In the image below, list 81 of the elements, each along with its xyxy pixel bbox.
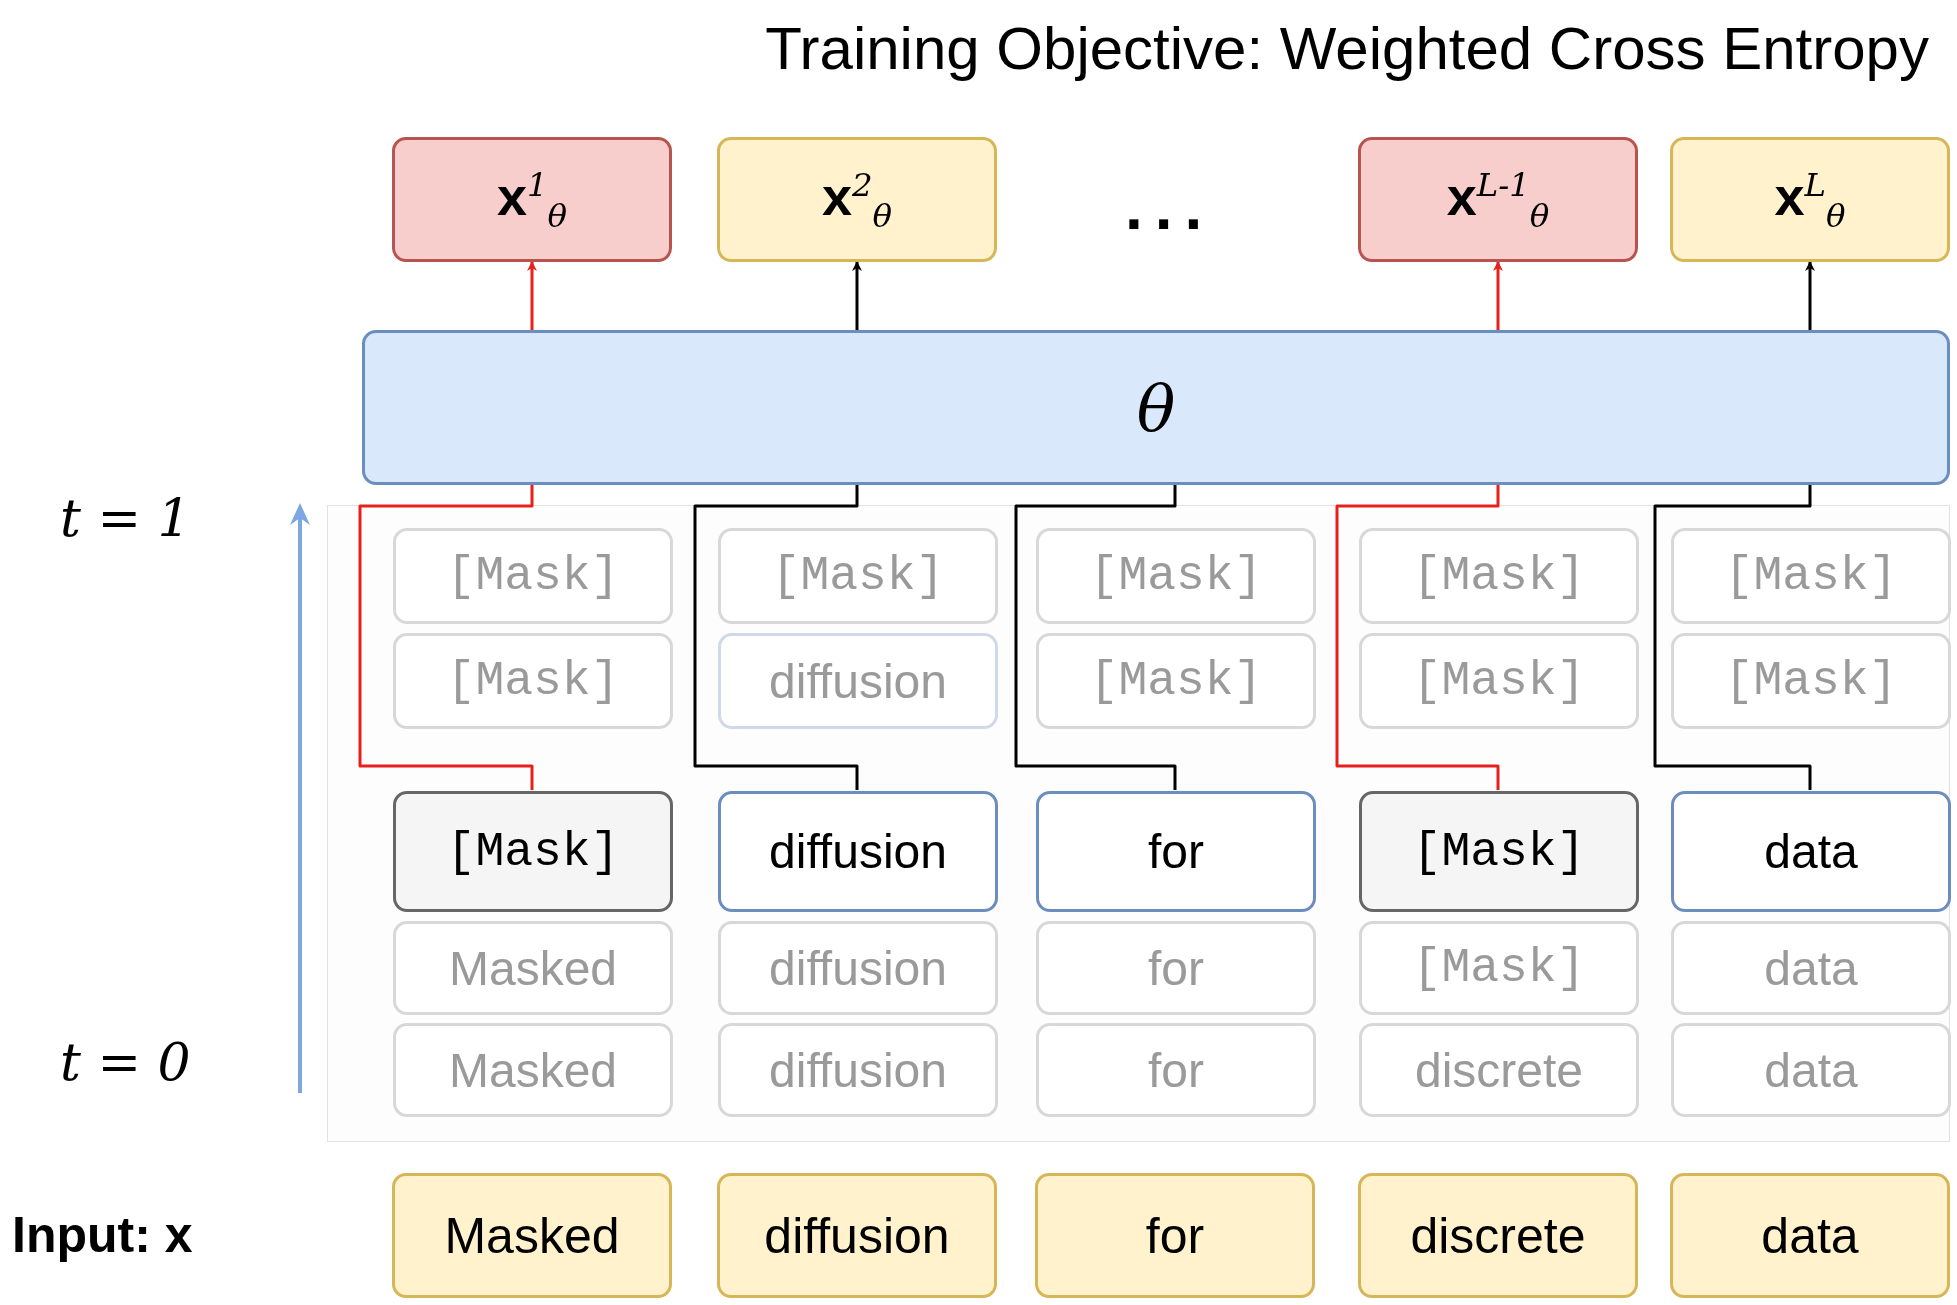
token-box bbox=[1036, 791, 1316, 912]
connector-line bbox=[1335, 485, 1500, 790]
time-label: t = 0 bbox=[60, 1032, 191, 1092]
token-text: [Mask] bbox=[1089, 549, 1263, 603]
token-text: data bbox=[1764, 940, 1858, 996]
token-box bbox=[1359, 1023, 1639, 1117]
token-text: for bbox=[1148, 940, 1204, 996]
time-label: t = 1 bbox=[60, 488, 191, 548]
token-text: data bbox=[1761, 1206, 1859, 1265]
output-box bbox=[1358, 137, 1638, 262]
arrow bbox=[1493, 261, 1503, 330]
token-text: data bbox=[1764, 824, 1858, 879]
token-box bbox=[718, 528, 998, 624]
token-text: discrete bbox=[1414, 1042, 1584, 1098]
token-text: for bbox=[1148, 824, 1204, 879]
token-text: [Mask] bbox=[1412, 654, 1586, 708]
token-box bbox=[1036, 1023, 1316, 1117]
token-text: diffusion bbox=[769, 653, 947, 709]
token-box bbox=[1671, 921, 1951, 1015]
ellipsis: ... bbox=[1125, 170, 1215, 244]
token-text: [Mask] bbox=[1724, 654, 1898, 708]
token-box bbox=[1036, 921, 1316, 1015]
token-text: [Mask] bbox=[446, 549, 620, 603]
token-text: [Mask] bbox=[1412, 941, 1586, 995]
token-box bbox=[1671, 528, 1951, 624]
connector-line bbox=[1653, 485, 1812, 790]
arrow bbox=[527, 261, 537, 330]
model-box bbox=[362, 330, 1950, 485]
token-box bbox=[718, 1023, 998, 1117]
input-label: Input: x bbox=[12, 1206, 193, 1264]
token-text: Masked bbox=[448, 1042, 618, 1098]
token-text: diffusion bbox=[769, 824, 947, 879]
token-box bbox=[1671, 791, 1951, 912]
token-text: [Mask] bbox=[446, 824, 620, 879]
connector-line bbox=[1014, 485, 1177, 790]
token-text: for bbox=[1145, 1206, 1205, 1265]
input-token-box bbox=[1358, 1173, 1638, 1298]
token-text: [Mask] bbox=[1724, 549, 1898, 603]
token-box bbox=[1671, 1023, 1951, 1117]
token-text: for bbox=[1148, 1042, 1204, 1098]
token-text: [Mask] bbox=[1089, 654, 1263, 708]
token-box bbox=[718, 633, 998, 729]
token-box bbox=[393, 791, 673, 912]
token-text: discrete bbox=[1410, 1206, 1586, 1265]
arrow bbox=[852, 261, 862, 330]
connector-line bbox=[693, 485, 859, 790]
token-text: Masked bbox=[448, 940, 618, 996]
token-box bbox=[718, 921, 998, 1015]
token-text: [Mask] bbox=[446, 654, 620, 708]
token-box bbox=[393, 528, 673, 624]
token-text: diffusion bbox=[769, 940, 947, 996]
input-token-box bbox=[1670, 1173, 1950, 1298]
token-box bbox=[1359, 921, 1639, 1015]
token-box bbox=[1036, 633, 1316, 729]
connector-line bbox=[358, 485, 534, 790]
output-box bbox=[392, 137, 672, 262]
token-text: [Mask] bbox=[1412, 549, 1586, 603]
token-text: [Mask] bbox=[771, 549, 945, 603]
token-box bbox=[1359, 528, 1639, 624]
arrow bbox=[1805, 261, 1815, 330]
title: Training Objective: Weighted Cross Entropy bbox=[765, 14, 1929, 83]
token-box bbox=[393, 1023, 673, 1117]
token-box bbox=[718, 791, 998, 912]
input-token-box bbox=[392, 1173, 672, 1298]
token-text: Masked bbox=[444, 1206, 620, 1265]
token-box bbox=[1036, 528, 1316, 624]
token-text: diffusion bbox=[769, 1042, 947, 1098]
output-box bbox=[1670, 137, 1950, 262]
token-box bbox=[1359, 633, 1639, 729]
input-token-box bbox=[1035, 1173, 1315, 1298]
token-text: data bbox=[1764, 1042, 1858, 1098]
panel-background bbox=[327, 505, 1950, 1142]
token-box bbox=[393, 921, 673, 1015]
input-token-box bbox=[717, 1173, 997, 1298]
token-box bbox=[1671, 633, 1951, 729]
token-text: diffusion bbox=[764, 1206, 950, 1265]
output-box bbox=[717, 137, 997, 262]
parameter-symbol: θ bbox=[1136, 370, 1176, 445]
token-box bbox=[393, 633, 673, 729]
token-text: [Mask] bbox=[1412, 824, 1586, 879]
token-box bbox=[1359, 791, 1639, 912]
